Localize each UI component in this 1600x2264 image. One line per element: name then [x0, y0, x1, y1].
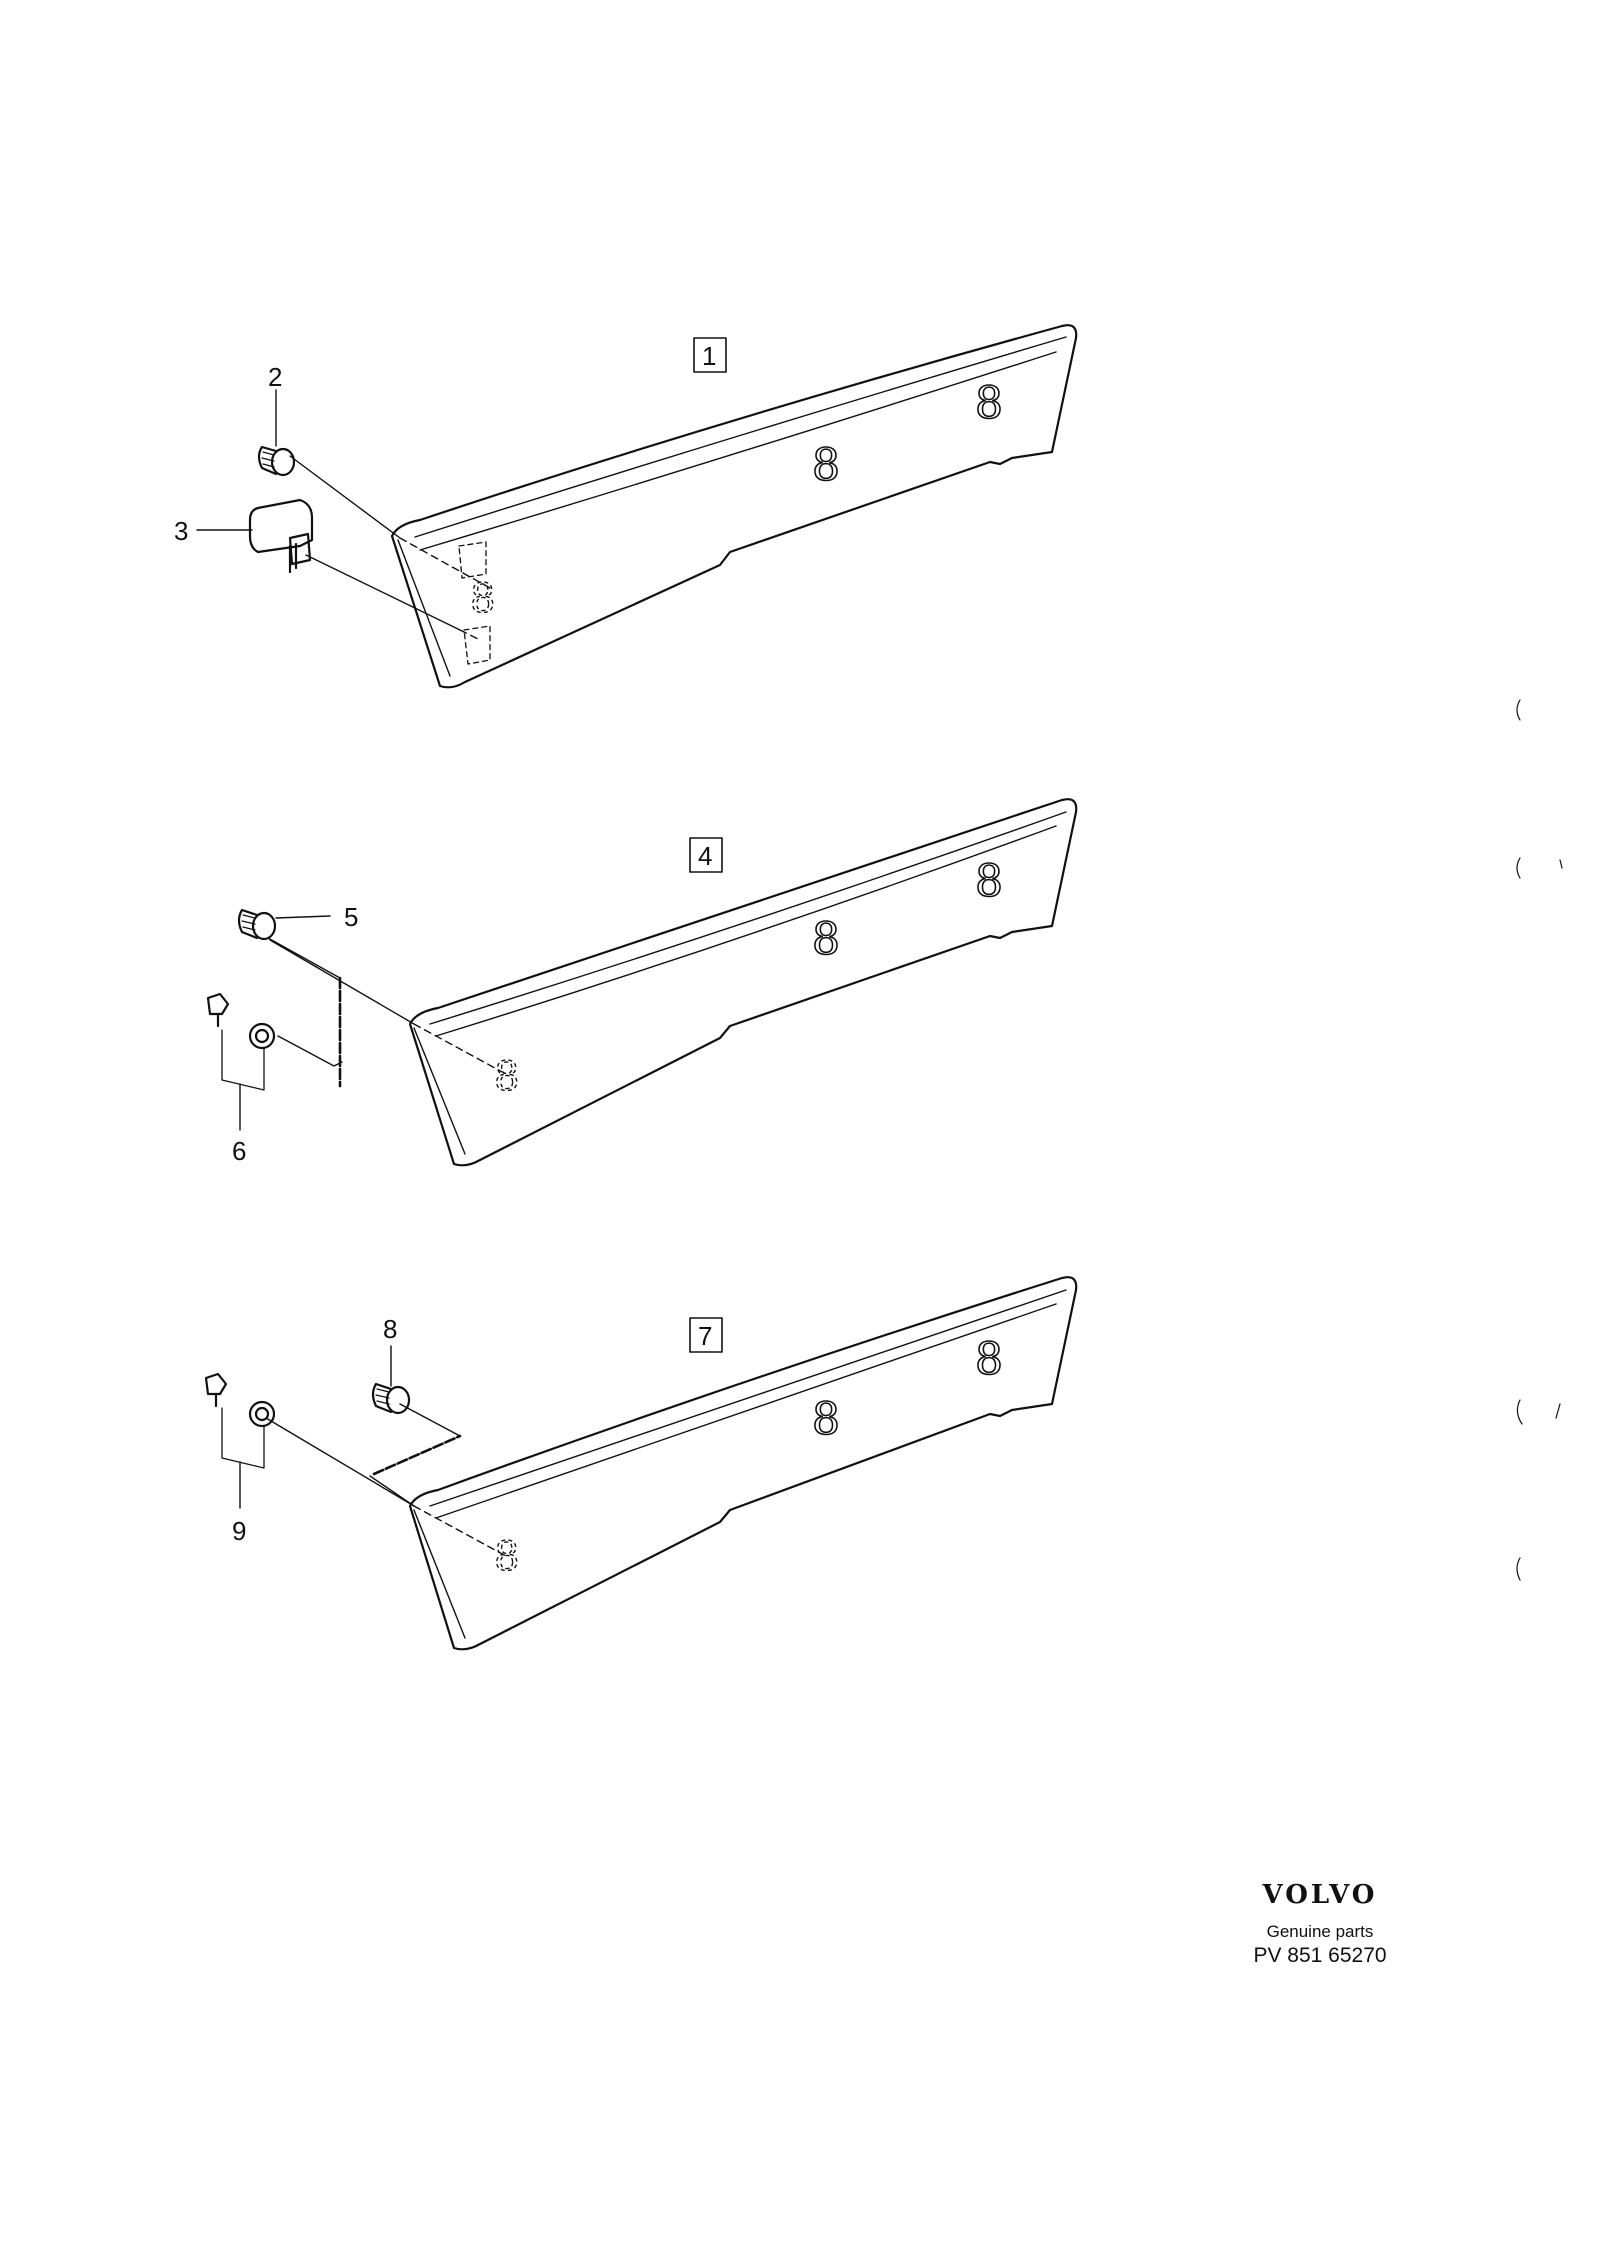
svg-text:8: 8: [812, 914, 840, 965]
leader-dash-7: [413, 1505, 507, 1557]
callout-leader-5: [275, 915, 331, 919]
moulding-strip-7: [408, 1276, 1078, 1651]
screw-nut-part-6: [206, 992, 276, 1091]
moulding-edge-7: [413, 1289, 1067, 1639]
clip-recess-1: [458, 541, 491, 665]
moulding-strip-4: [408, 798, 1078, 1167]
mounting-holes: 8 8 8 8 8 8 8 8 8: [469, 377, 1004, 1581]
clip-part-3: [248, 498, 314, 574]
leader-line-4: [269, 939, 415, 1067]
leader-line-4b: [267, 937, 341, 979]
leader-dash-1: [399, 537, 491, 641]
rivet-part-5: [237, 908, 277, 941]
svg-text:8: 8: [470, 576, 495, 622]
moulding-assembly-7: [204, 1276, 1078, 1651]
leader-line-7: [265, 1403, 461, 1507]
leader-dash-4: [413, 1023, 507, 1075]
callout-label-2: 2: [268, 362, 282, 392]
assembly-box-4: [689, 837, 723, 873]
diagram-reference-number: PV 851 65270: [1253, 1944, 1387, 1967]
leader-line-7b: [369, 1475, 415, 1507]
callout-label-9: 9: [232, 1516, 246, 1546]
svg-text:8: 8: [975, 1334, 1003, 1385]
assembly-label-4: 4: [698, 841, 712, 871]
svg-text:8: 8: [812, 1394, 840, 1445]
moulding-assembly-1: [196, 324, 1078, 689]
moulding-edge-4: [413, 811, 1067, 1155]
svg-text:8: 8: [494, 1534, 519, 1580]
leader-line-1: [289, 455, 461, 631]
brand-logo: VOLVO: [1262, 1880, 1378, 1910]
callout-label-8: 8: [383, 1314, 397, 1344]
rivet-part-2: [257, 445, 296, 477]
assembly-label-1: 1: [702, 341, 716, 371]
callout-label-6: 6: [232, 1136, 246, 1166]
moulding-assembly-4: [206, 798, 1078, 1167]
assembly-box-1: [693, 337, 727, 373]
screw-nut-part-9: [204, 1372, 276, 1469]
svg-text:8: 8: [812, 440, 840, 491]
assembly-label-7: 7: [698, 1321, 712, 1351]
brand-tagline: Genuine parts: [1266, 1922, 1374, 1941]
margin-marks: [1516, 699, 1563, 1581]
moulding-edge-1: [397, 336, 1067, 677]
svg-text:8: 8: [494, 1054, 519, 1100]
assembly-box-7: [689, 1317, 723, 1353]
svg-text:8: 8: [975, 378, 1003, 429]
svg-text:8: 8: [975, 856, 1003, 907]
callout-label-5: 5: [344, 902, 358, 932]
bracket-line-7: [372, 1434, 462, 1476]
rivet-part-8: [371, 1382, 411, 1415]
moulding-strip-1: [390, 324, 1078, 689]
callout-label-3: 3: [174, 516, 188, 546]
